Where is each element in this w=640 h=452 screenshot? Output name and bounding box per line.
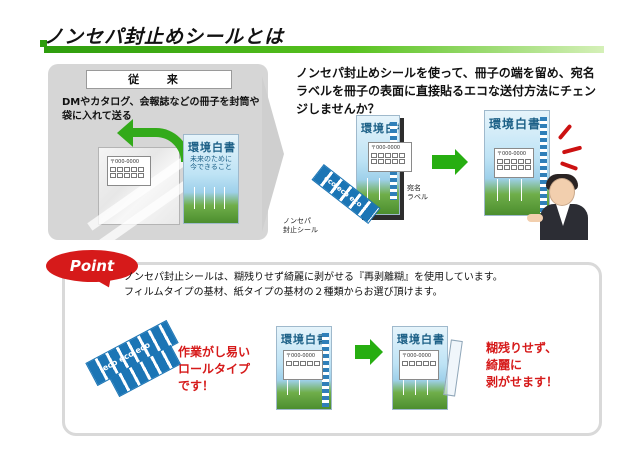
point-badge: Point	[46, 250, 138, 282]
emphasis-mark	[557, 123, 573, 141]
booklet-title: 環境白書	[188, 141, 236, 154]
address-label-note: 宛名 ラベル	[407, 184, 428, 201]
chevron-right-icon	[262, 76, 284, 232]
address-cells	[110, 167, 148, 178]
conventional-label: 従 来	[86, 70, 232, 89]
emphasis-mark	[559, 161, 579, 171]
arrow-right-icon	[355, 339, 383, 365]
peeled-address-label: 〒000-0000	[399, 350, 439, 380]
middle-address-label: 〒000-0000	[368, 142, 412, 172]
zip-code: 〒000-0000	[110, 159, 140, 165]
title-underline-bar	[44, 46, 604, 53]
person-head	[549, 178, 575, 206]
proposal-text: ノンセパ封止めシールを使って、冊子の端を留め、宛名ラベルを冊子の表面に直接貼るエ…	[296, 66, 597, 116]
person-hand	[527, 214, 543, 222]
small-address-label: 〒000-0000	[283, 350, 323, 380]
roll-type-caption: 作業がし易い ロールタイプ です！	[178, 345, 251, 393]
title-marker	[40, 40, 47, 47]
booklet-illustration: 環境白書 未来のために 今できること	[183, 134, 239, 224]
conventional-description: DMやカタログ、会報誌などの冊子を封筒や袋に入れて送る	[62, 97, 260, 122]
seal-note: ノンセパ 封止シール	[283, 217, 318, 234]
page-title: ノンセパ封止めシールとは	[44, 26, 285, 48]
emphasis-mark	[561, 145, 583, 155]
final-address-label: 〒000-0000	[494, 148, 534, 178]
booklet-subtitle: 未来のために 今できること	[190, 155, 232, 171]
arrow-right-icon	[432, 149, 468, 175]
point-description: ノンセパ封止シールは、糊残りせず綺麗に剥がせる『再剥離糊』を使用しています。 フ…	[124, 272, 503, 298]
arrow-head-icon	[117, 119, 133, 147]
clean-peel-caption: 糊残りせず、 綺麗に 剥がせます！	[486, 341, 559, 389]
